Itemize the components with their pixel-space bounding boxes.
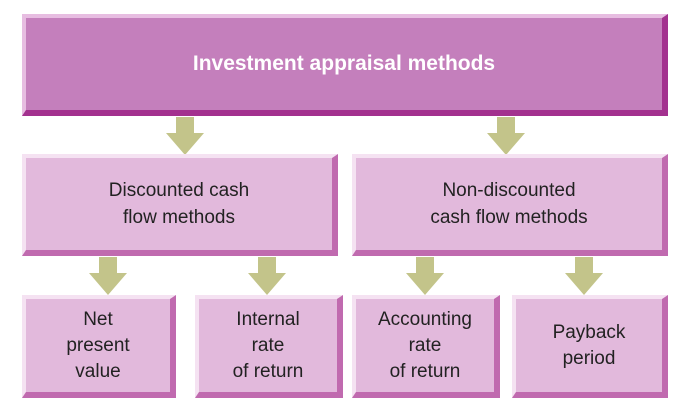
arrow-down-icon xyxy=(406,257,444,295)
root-node-investment-appraisal-methods: Investment appraisal methods xyxy=(22,14,668,116)
leaf-payback-period: Payback period xyxy=(512,295,668,398)
leaf-label: Net present value xyxy=(66,308,130,382)
node-label: Discounted cash flow methods xyxy=(108,180,250,228)
node-discounted-cash-flow-methods: Discounted cash flow methods xyxy=(22,154,338,256)
leaf-net-present-value: Net present value xyxy=(22,295,176,398)
arrow-down-icon xyxy=(166,117,204,155)
leaf-label: Payback period xyxy=(552,321,626,369)
leaf-internal-rate-of-return: Internal rate of return xyxy=(195,295,343,398)
arrow-down-icon xyxy=(248,257,286,295)
leaf-label: Internal rate of return xyxy=(232,308,304,382)
arrow-down-icon xyxy=(89,257,127,295)
arrow-down-icon xyxy=(565,257,603,295)
root-node-label: Investment appraisal methods xyxy=(192,52,496,75)
leaf-label: Accounting rate of return xyxy=(377,308,472,382)
arrow-down-icon xyxy=(487,117,525,155)
node-non-discounted-cash-flow-methods: Non-discounted cash flow methods xyxy=(352,154,668,256)
leaf-accounting-rate-of-return: Accounting rate of return xyxy=(352,295,500,398)
node-label: Non-discounted cash flow methods xyxy=(430,180,588,228)
